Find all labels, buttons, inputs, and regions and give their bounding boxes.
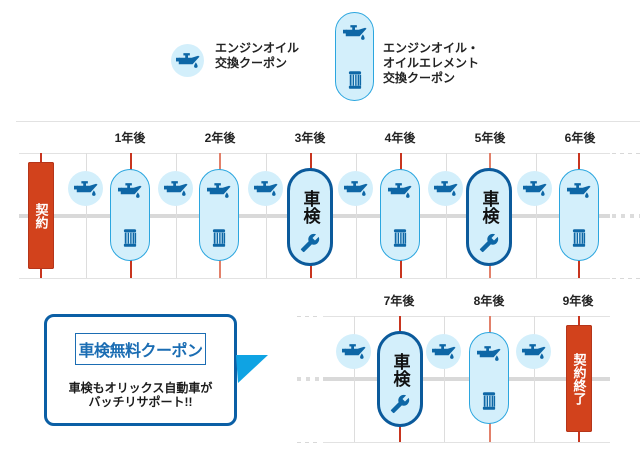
year-label-7: 7年後 — [383, 294, 415, 308]
year-label-9: 9年後 — [562, 294, 594, 308]
shaken-coupon: 車検 — [377, 331, 423, 427]
oil-can-icon — [523, 181, 547, 197]
oil-filter-icon — [393, 229, 407, 247]
year-label-3: 3年後 — [294, 131, 326, 145]
oil-can-icon — [342, 344, 366, 360]
oil-can-icon — [74, 181, 98, 197]
year-label-1: 1年後 — [114, 131, 146, 145]
oil-can-icon — [176, 53, 200, 69]
oil-coupon — [516, 334, 551, 369]
legend-oil-label-1: エンジンオイル — [215, 41, 300, 55]
oil-can-icon — [118, 183, 142, 199]
row1-bottom-line — [19, 278, 610, 279]
oil-coupon — [248, 171, 283, 206]
legend-oil-element-pill — [335, 12, 374, 101]
wrench-icon — [300, 233, 320, 253]
row1-bottom-line-dash — [612, 278, 640, 279]
oil-can-icon — [522, 344, 546, 360]
row2-grid-line — [444, 316, 445, 442]
oil-coupon — [68, 171, 103, 206]
legend-oil-circle — [171, 44, 204, 77]
oil-coupon — [336, 334, 371, 369]
oil-element-coupon — [559, 169, 599, 261]
oil-can-icon — [388, 183, 412, 199]
oil-element-coupon — [469, 332, 509, 424]
oil-filter-icon — [123, 229, 137, 247]
shaken-free-coupon-callout: 車検無料クーポン 車検もオリックス自動車が バッチリサポート!! — [44, 314, 237, 426]
oil-filter-icon — [348, 71, 362, 89]
callout-pointer — [236, 355, 268, 383]
row2-top-line-dash — [297, 316, 321, 317]
row2-grid-line — [354, 316, 355, 442]
row2-bottom-line-dash — [297, 442, 321, 443]
contract-end-marker: 契約終了 — [566, 325, 592, 432]
row1-grid-line — [266, 153, 267, 278]
row1-top-line — [19, 153, 610, 154]
row1-grid-line — [446, 153, 447, 278]
row1-grid-line — [536, 153, 537, 278]
oil-filter-icon — [482, 392, 496, 410]
section-divider — [16, 121, 640, 122]
legend: エンジンオイル 交換クーポン エンジンオイル・ オイルエレメント 交換クーポン — [0, 0, 640, 110]
row1-top-line-dash — [612, 153, 640, 154]
shaken-label: 車検 — [479, 190, 499, 224]
row1-grid-line — [86, 153, 87, 278]
oil-can-icon — [164, 181, 188, 197]
oil-coupon — [428, 171, 463, 206]
legend-oil-label-2: 交換クーポン — [215, 56, 288, 70]
oil-element-coupon — [110, 169, 150, 261]
shaken-coupon: 車検 — [287, 168, 333, 266]
oil-element-coupon — [380, 169, 420, 261]
shaken-label: 車検 — [300, 190, 320, 224]
oil-can-icon — [434, 181, 458, 197]
shaken-coupon: 車検 — [466, 168, 512, 266]
oil-element-coupon — [199, 169, 239, 261]
year-label-2: 2年後 — [204, 131, 236, 145]
legend-oil-element-label-2: オイルエレメント — [383, 56, 480, 70]
year-label-5: 5年後 — [474, 131, 506, 145]
shaken-label: 車検 — [390, 353, 410, 387]
row2-bottom-line — [323, 442, 610, 443]
callout-pointer-triangle — [236, 355, 268, 383]
legend-oil-element-label-3: 交換クーポン — [383, 71, 456, 85]
oil-filter-icon — [212, 229, 226, 247]
callout-text-line-2: バッチリサポート!! — [88, 395, 193, 409]
contract-start-marker: 契約 — [28, 162, 54, 269]
oil-can-icon — [207, 183, 231, 199]
oil-can-icon — [567, 183, 591, 199]
oil-can-icon — [477, 346, 501, 362]
oil-coupon — [426, 334, 461, 369]
wrench-icon — [479, 233, 499, 253]
shaken-free-coupon-logo: 車検無料クーポン — [75, 333, 206, 365]
year-label-8: 8年後 — [473, 294, 505, 308]
row2-grid-line — [534, 316, 535, 442]
oil-can-icon — [343, 25, 367, 41]
row1-timeline-bar-dash — [612, 214, 640, 218]
oil-filter-icon — [572, 229, 586, 247]
row2-top-line — [323, 316, 610, 317]
row2-timeline-bar — [323, 377, 610, 381]
contract-end-label: 契約終了 — [571, 352, 587, 405]
oil-coupon — [517, 171, 552, 206]
year-label-4: 4年後 — [384, 131, 416, 145]
wrench-icon — [390, 394, 410, 414]
row2-timeline-bar-dash — [297, 377, 321, 381]
legend-oil-element-label-1: エンジンオイル・ — [383, 41, 480, 55]
legend-oil-coupon: エンジンオイル 交換クーポン — [171, 41, 471, 84]
oil-coupon — [338, 171, 373, 206]
oil-can-icon — [254, 181, 278, 197]
oil-coupon — [158, 171, 193, 206]
oil-can-icon — [432, 344, 456, 360]
year-label-6: 6年後 — [564, 131, 596, 145]
row1-grid-line — [356, 153, 357, 278]
callout-text-line-1: 車検もオリックス自動車が — [68, 381, 213, 395]
contract-start-label: 契約 — [33, 202, 49, 229]
oil-can-icon — [344, 181, 368, 197]
row1-grid-line — [176, 153, 177, 278]
